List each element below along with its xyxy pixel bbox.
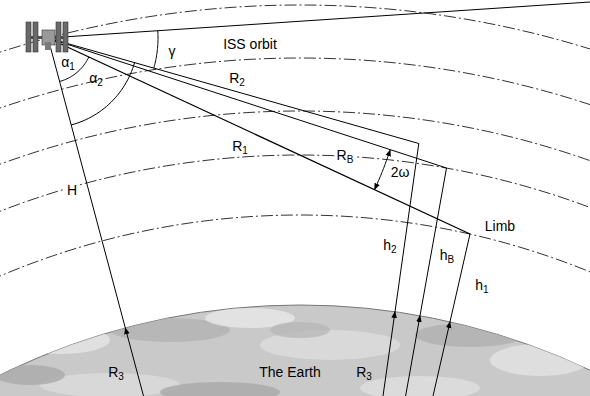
earth-disc: [0, 305, 590, 396]
diagram-label: RB: [335, 147, 356, 163]
cloud: [160, 382, 280, 396]
cloud-texture: [0, 308, 590, 396]
cloud: [270, 322, 330, 338]
height-line: [420, 168, 447, 316]
diagram-label: R3: [106, 364, 126, 380]
cloud: [480, 316, 560, 334]
iss-part: [33, 22, 38, 52]
cloud: [415, 323, 525, 347]
horizon-line: [48, 2, 590, 38]
cloud: [360, 376, 480, 396]
diagram-label: α1: [59, 54, 77, 70]
altitude-shell: [0, 58, 590, 111]
sight-line: [48, 38, 419, 144]
cloud: [490, 344, 590, 376]
diagram-label: R3: [354, 364, 374, 380]
altitude-shell: [0, 5, 590, 55]
diagram-label: Limb: [483, 218, 517, 234]
cloud: [0, 365, 65, 385]
diagram-label: h1: [473, 277, 490, 293]
iss-part: [45, 42, 51, 50]
diagram-label: h2: [381, 237, 398, 253]
earth-radius-arrow: [383, 312, 395, 396]
sight-line: [48, 38, 447, 168]
diagram-label: H: [65, 182, 79, 198]
diagram-label: R1: [230, 138, 250, 154]
height-line: [450, 234, 470, 322]
iss-part: [56, 22, 61, 52]
diagram-label: The Earth: [257, 364, 322, 380]
diagram-label: R2: [227, 70, 247, 86]
iss-station: [26, 22, 68, 52]
angle-arc: [154, 31, 158, 68]
earth-radius-arrow: [433, 322, 450, 396]
diagram-label: α2: [87, 70, 105, 86]
diagram-label: 2ω: [389, 164, 412, 180]
altitude-shell: [0, 215, 590, 280]
nadir-line: [48, 38, 125, 328]
earth-radius-arrow: [125, 328, 143, 396]
altitude-shell: [0, 111, 590, 168]
diagram-label: γ: [167, 43, 178, 59]
diagram-label: hB: [438, 247, 456, 263]
limb-sight-line: [48, 38, 470, 234]
iss-part: [63, 22, 68, 52]
earth-radius-arrow: [406, 316, 420, 396]
diagram-label: ISS orbit: [221, 36, 279, 52]
cloud: [10, 326, 110, 354]
angle-arc: [71, 63, 134, 125]
altitude-shell: [0, 155, 590, 215]
iss-part: [26, 22, 31, 52]
